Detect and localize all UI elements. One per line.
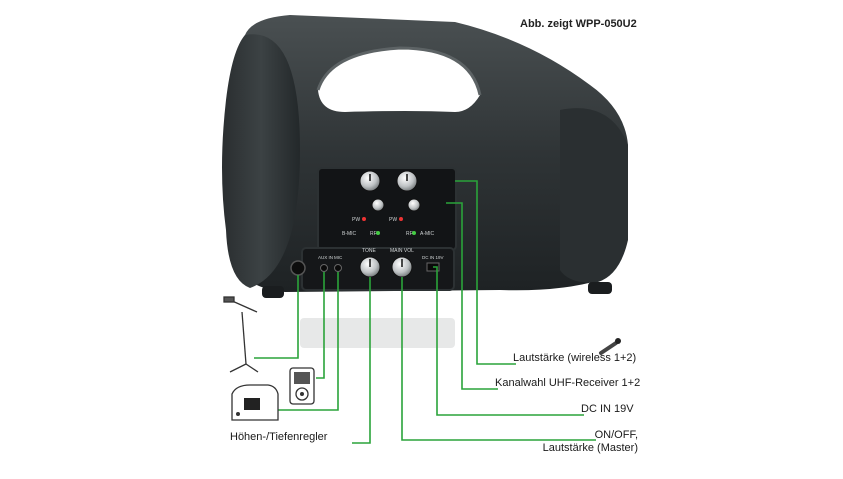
image-caption: Abb. zeigt WPP-050U2	[520, 18, 637, 30]
rf-label-b: RF	[370, 231, 377, 237]
mic-input-jack[interactable]	[290, 260, 306, 276]
callout-dc-in: DC IN 19V	[581, 403, 634, 415]
pw-label-a: PW	[389, 217, 397, 223]
callout-channel-select: Kanalwahl UHF-Receiver 1+2	[495, 377, 641, 389]
mic-jack-label: MIC	[334, 255, 343, 260]
a-mic-label: A-MIC	[420, 231, 435, 237]
rf-label-a: RF	[406, 231, 413, 237]
volume-knob-b[interactable]	[359, 170, 381, 192]
main-volume-knob[interactable]	[391, 256, 413, 278]
dc-in-panel-label: DC IN 19V	[422, 255, 444, 260]
ipod-icon	[289, 367, 315, 405]
channel-switch-b[interactable]	[371, 198, 385, 212]
tone-knob[interactable]	[359, 256, 381, 278]
rf-led-b	[376, 231, 380, 235]
microphone-stand-icon	[223, 296, 259, 373]
callout-volume-wireless: Lautstärke (wireless 1+2)	[513, 352, 637, 364]
callout-master: ON/OFF, Lautstärke (Master)	[543, 429, 638, 455]
control-panel: B-MIC RF RF A-MIC PW PW TONE MAIN VOL AU…	[290, 167, 457, 291]
aux-jack-2[interactable]	[334, 264, 342, 272]
pw-led-b	[362, 217, 366, 221]
volume-knob-a[interactable]	[396, 170, 418, 192]
rf-led-a	[412, 231, 416, 235]
pw-led-a	[399, 217, 403, 221]
pw-label-b: PW	[352, 217, 360, 223]
callout-tone: Höhen-/Tiefenregler	[230, 431, 328, 443]
b-mic-label: B-MIC	[342, 231, 357, 237]
wireless-microphone-icon	[599, 338, 621, 355]
callout-lines	[254, 180, 596, 444]
tone-label: TONE	[362, 248, 376, 254]
cd-player-icon	[231, 384, 279, 421]
callout-master-line2: Lautstärke (Master)	[542, 442, 638, 454]
channel-switch-a[interactable]	[407, 198, 421, 212]
callout-master-line1: ON/OFF,	[594, 429, 638, 441]
main-vol-label: MAIN VOL	[390, 248, 414, 254]
aux-jack-1[interactable]	[320, 264, 328, 272]
aux-in-label: AUX IN	[318, 255, 333, 260]
